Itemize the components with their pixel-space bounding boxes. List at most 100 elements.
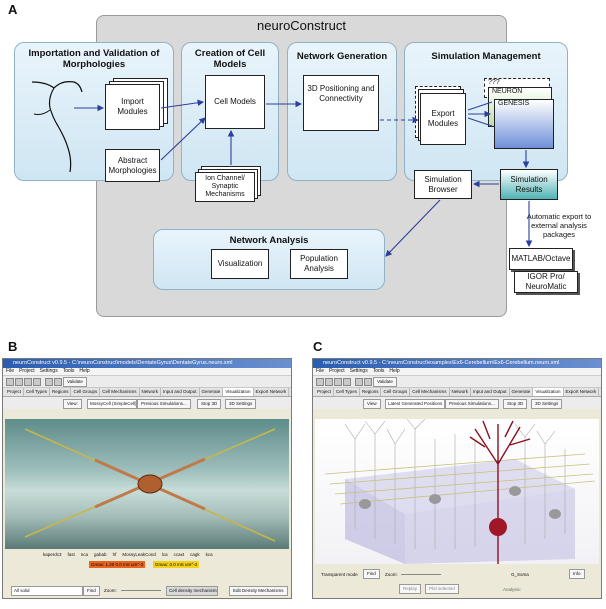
population-analysis-box: Population Analysis xyxy=(290,249,348,279)
tab-cell-mechanisms[interactable]: Cell Mechanisms xyxy=(100,388,140,396)
window-c-title: neuroConstruct v0.9.5 - C:\neuroConstruc… xyxy=(313,359,601,368)
mech-lca[interactable]: lca xyxy=(161,552,168,557)
3d-settings-button[interactable]: 3D Settings xyxy=(531,399,563,409)
help-icon[interactable] xyxy=(54,378,62,386)
mech-gabab[interactable]: gabab xyxy=(94,552,107,557)
network-generation-title: Network Generation xyxy=(296,51,388,62)
mech-nca[interactable]: nca xyxy=(80,552,89,557)
tab-cell-groups[interactable]: Cell Groups xyxy=(71,388,101,396)
tab-regions[interactable]: Regions xyxy=(50,388,72,396)
view-select[interactable]: MossyCell (SimpleCell) xyxy=(87,399,137,409)
window-c: neuroConstruct v0.9.5 - C:\neuroConstruc… xyxy=(312,358,602,599)
mech-hf[interactable]: hf xyxy=(112,552,117,557)
tab-generate[interactable]: Generate xyxy=(510,388,534,396)
diagram-title: neuroConstruct xyxy=(257,18,346,33)
view-select[interactable]: Latest Generated Positions xyxy=(385,399,445,409)
menu-file[interactable]: File xyxy=(6,368,15,374)
menu-settings[interactable]: Settings xyxy=(349,368,368,374)
preferences-icon[interactable] xyxy=(45,378,53,386)
validate-button[interactable]: Validate xyxy=(373,377,397,387)
new-project-icon[interactable] xyxy=(316,378,324,386)
tab-input-output[interactable]: Input and Output xyxy=(471,388,510,396)
arrow-import-to-cell xyxy=(160,99,205,109)
menu-project[interactable]: Project xyxy=(19,368,35,374)
tab-visualization[interactable]: Visualization xyxy=(533,388,564,396)
cerebellum-network-render xyxy=(324,419,596,564)
cell-selection-label[interactable]: G_Soma xyxy=(511,572,529,577)
mech-mossyleakcond[interactable]: MossyLeakCond xyxy=(122,552,156,557)
mech-kca[interactable]: kca xyxy=(205,552,213,557)
mech-fast[interactable]: fast xyxy=(67,552,75,557)
menu-settings[interactable]: Settings xyxy=(39,368,58,374)
diagram-arrows xyxy=(74,99,533,257)
tab-regions[interactable]: Regions xyxy=(360,388,382,396)
edit-density-button[interactable]: Edit Density Mechanisms xyxy=(229,586,288,596)
tab-cell-mechanisms[interactable]: Cell Mechanisms xyxy=(410,388,450,396)
validate-button[interactable]: Validate xyxy=(63,377,87,387)
arrow-export-to-neuron xyxy=(467,101,493,111)
view-button[interactable]: View xyxy=(363,399,381,409)
window-b-view-row: View: MossyCell (SimpleCell) Previous Si… xyxy=(3,397,291,409)
open-project-icon[interactable] xyxy=(325,378,333,386)
tab-project[interactable]: Project xyxy=(5,388,25,396)
replay-button[interactable]: Replay xyxy=(399,584,422,594)
stop-3d-button[interactable]: Stop 3D xyxy=(197,399,222,409)
menu-help[interactable]: Help xyxy=(389,368,400,374)
help-icon[interactable] xyxy=(364,378,372,386)
preferences-icon[interactable] xyxy=(355,378,363,386)
zoom-slider[interactable] xyxy=(121,590,161,591)
ion-channel-box: Ion Channel/ Synaptic Mechanisms xyxy=(195,172,255,202)
tab-cell-types[interactable]: Cell Types xyxy=(334,388,360,396)
mech-ccaxt[interactable]: ccaxt xyxy=(173,552,185,557)
gmax-low-label: Gmax: 0.0 mS um^-2 xyxy=(153,561,200,568)
stop-3d-button[interactable]: Stop 3D xyxy=(503,399,528,409)
tab-export-network[interactable]: Export Network xyxy=(254,388,290,396)
tab-network[interactable]: Network xyxy=(140,388,162,396)
tab-generate[interactable]: Generate xyxy=(200,388,224,396)
tab-project[interactable]: Project xyxy=(315,388,335,396)
menu-file[interactable]: File xyxy=(316,368,325,374)
tab-visualization[interactable]: Visualization xyxy=(223,388,254,396)
creation-title: Creation of Cell Models xyxy=(194,48,266,70)
save-project-icon[interactable] xyxy=(334,378,342,386)
arrow-export-to-genesis xyxy=(467,117,493,127)
save-project-icon[interactable] xyxy=(24,378,32,386)
simulation-title: Simulation Management xyxy=(431,51,541,62)
network-3d-view[interactable] xyxy=(315,419,599,564)
import-modules-box: Import Modules xyxy=(105,84,160,130)
mech-cagk[interactable]: cagk xyxy=(190,552,200,557)
menu-project[interactable]: Project xyxy=(329,368,345,374)
export-modules-box: Export Modules xyxy=(420,93,466,145)
previous-simulations-button[interactable]: Previous Simulations... xyxy=(445,399,499,409)
mech-kaperdc3[interactable]: kaperdc3 xyxy=(43,552,62,557)
gmax-high-label: Gmax: 1.20 0.0 mS um^-2 xyxy=(89,561,146,568)
find-button[interactable]: Find xyxy=(83,586,100,596)
close-project-icon[interactable] xyxy=(33,378,41,386)
simulation-browser-box: Simulation Browser xyxy=(414,170,472,199)
previous-simulations-button[interactable]: Previous Simulations... xyxy=(137,399,191,409)
zoom-label: Zoom: xyxy=(104,588,117,593)
view-button[interactable]: View: xyxy=(63,399,82,409)
cell-3d-view[interactable] xyxy=(5,419,289,549)
menu-tools[interactable]: Tools xyxy=(62,368,75,374)
tab-cell-groups[interactable]: Cell Groups xyxy=(381,388,411,396)
3d-settings-button[interactable]: 3D Settings xyxy=(225,399,257,409)
tab-export-network[interactable]: Export Network xyxy=(564,388,600,396)
tab-network[interactable]: Network xyxy=(450,388,472,396)
open-project-icon[interactable] xyxy=(15,378,23,386)
zoom-slider[interactable] xyxy=(401,574,441,575)
menu-tools[interactable]: Tools xyxy=(372,368,385,374)
density-select[interactable]: Cell density mechanisms xyxy=(166,586,218,596)
plot-selected-button[interactable]: Plot selected xyxy=(425,584,459,594)
tab-cell-types[interactable]: Cell Types xyxy=(24,388,50,396)
new-project-icon[interactable] xyxy=(6,378,14,386)
menu-help[interactable]: Help xyxy=(79,368,90,374)
display-mode-select[interactable]: All solid xyxy=(11,586,83,596)
close-project-icon[interactable] xyxy=(343,378,351,386)
find-button[interactable]: Find xyxy=(363,569,380,579)
transparent-mode-checkbox[interactable]: Transparent mode xyxy=(321,572,358,577)
info-button[interactable]: Info xyxy=(569,569,585,579)
tab-input-output[interactable]: Input and Output xyxy=(161,388,200,396)
